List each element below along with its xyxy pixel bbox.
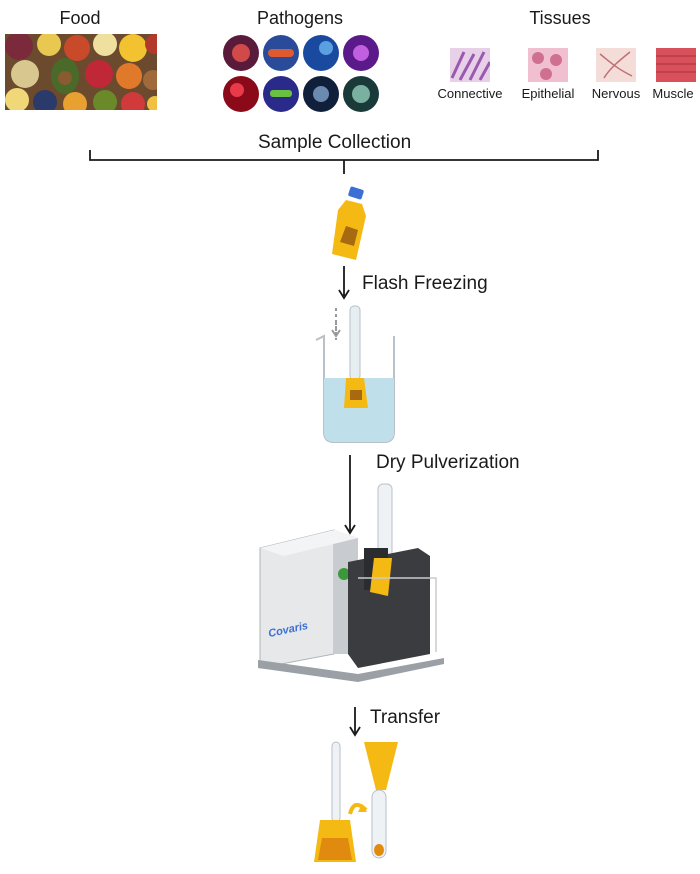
food-collage-image (5, 34, 157, 110)
covaris-instrument-image (258, 483, 444, 682)
tissue-label-nervous: Nervous (591, 86, 641, 101)
nervous-tissue-image (596, 48, 636, 82)
arrow-1 (338, 266, 350, 300)
tissue-label-epithelial: Epithelial (521, 86, 575, 101)
pathogen-images (223, 35, 379, 112)
step-label-sample-collection: Sample Collection (258, 132, 412, 153)
step-label-flash-freezing: Flash Freezing (362, 273, 488, 294)
food-heading: Food (59, 8, 101, 28)
arrow-2 (344, 455, 356, 535)
tissues-heading: Tissues (529, 8, 591, 28)
sample-tube-icon (332, 186, 366, 260)
tissue-label-muscle: Muscle (652, 86, 694, 101)
step-label-transfer: Transfer (370, 707, 441, 728)
transfer-tubes-icon (314, 741, 398, 862)
arrow-3 (349, 707, 361, 737)
muscle-tissue-image (656, 48, 696, 82)
epithelial-tissue-image (528, 48, 568, 82)
step-label-dry-pulverization: Dry Pulverization (376, 452, 520, 473)
collection-bracket (89, 150, 599, 174)
pathogens-heading: Pathogens (256, 8, 344, 28)
connective-tissue-image (450, 48, 490, 82)
tissue-label-connective: Connective (437, 86, 503, 101)
liquid-nitrogen-beaker-icon (315, 305, 395, 443)
